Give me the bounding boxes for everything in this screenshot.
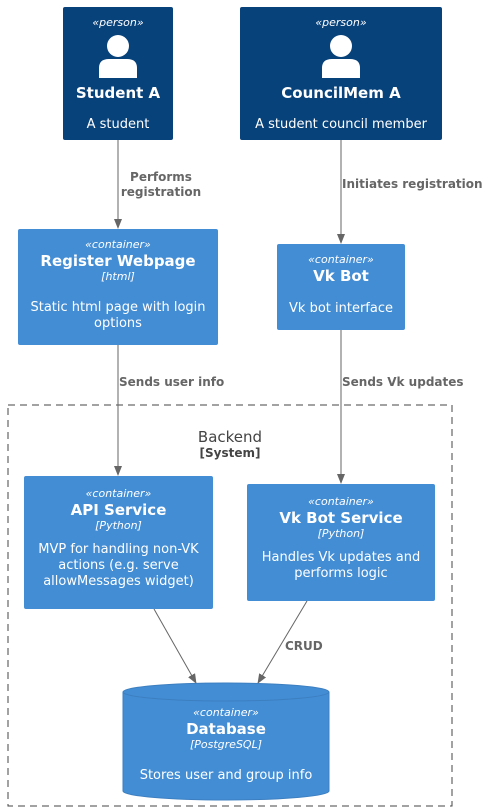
container-name: Vk Bot Service	[279, 509, 403, 527]
container-name: Register Webpage	[40, 252, 196, 270]
person-name: Student A	[75, 84, 161, 102]
container-name: API Service	[70, 501, 167, 519]
person-councilmem-a[interactable]: «person» CouncilMem A A student council …	[240, 7, 442, 140]
relation-label-crud: CRUD	[285, 639, 323, 653]
container-description-line: MVP for handling non-VK	[38, 542, 199, 557]
container-description-line: actions (e.g. serve	[58, 558, 179, 573]
relation-label-line: registration	[120, 185, 202, 199]
relation-label-sends-vk-updates: Sends Vk updates	[342, 375, 464, 389]
person-stereotype: «person»	[315, 16, 367, 29]
container-description-line: allowMessages widget)	[43, 574, 194, 589]
container-technology: [PostgreSQL]	[189, 738, 263, 751]
person-icon	[99, 35, 137, 78]
relation-label-performs-registration: Performs registration	[120, 170, 202, 200]
person-description: A student council member	[255, 117, 427, 132]
boundary-name: Backend	[197, 428, 263, 446]
person-icon	[322, 35, 360, 78]
person-student-a[interactable]: «person» Student A A student	[63, 7, 173, 140]
container-description: Stores user and group info	[139, 768, 313, 783]
container-stereotype: «container»	[85, 487, 152, 500]
container-description-line: Static html page with login	[30, 300, 206, 315]
container-name: Database	[186, 720, 266, 738]
arrow-vkbotservice-to-database	[257, 600, 308, 684]
relation-label-sends-user-info: Sends user info	[119, 375, 225, 389]
container-register-webpage[interactable]: «container» Register Webpage [html] Stat…	[18, 229, 218, 345]
database-cylinder	[122, 682, 330, 801]
container-description-line: Vk bot interface	[289, 301, 393, 316]
container-vk-bot[interactable]: «container» Vk Bot Vk bot interface	[277, 244, 405, 330]
container-description-line: options	[94, 316, 142, 331]
container-vk-bot-service[interactable]: «container» Vk Bot Service [Python] Hand…	[247, 484, 435, 601]
container-description-line: Handles Vk updates and	[261, 550, 421, 565]
container-stereotype: «container»	[85, 238, 151, 251]
container-database[interactable]: «container» Database [PostgreSQL] Stores…	[123, 706, 329, 784]
container-stereotype: «container»	[193, 706, 259, 719]
boundary-title: Backend [System]	[130, 428, 330, 460]
relation-label-line: Performs	[130, 170, 192, 184]
container-name: Vk Bot	[313, 267, 369, 285]
container-stereotype: «container»	[308, 495, 374, 508]
container-stereotype: «container»	[308, 253, 374, 266]
container-technology: [Python]	[317, 527, 365, 540]
container-api-service[interactable]: «container» API Service [Python] MVP for…	[24, 476, 213, 609]
container-technology: [html]	[101, 270, 135, 283]
person-stereotype: «person»	[92, 16, 144, 29]
person-description: A student	[86, 117, 150, 132]
container-description-line: performs logic	[294, 566, 388, 581]
relation-label-initiates-registration: Initiates registration	[342, 177, 483, 191]
arrow-api-to-database	[153, 608, 197, 684]
backend-boundary	[7, 404, 453, 807]
container-technology: [Python]	[95, 519, 142, 532]
boundary-type: [System]	[199, 446, 261, 460]
person-name: CouncilMem A	[281, 84, 401, 102]
